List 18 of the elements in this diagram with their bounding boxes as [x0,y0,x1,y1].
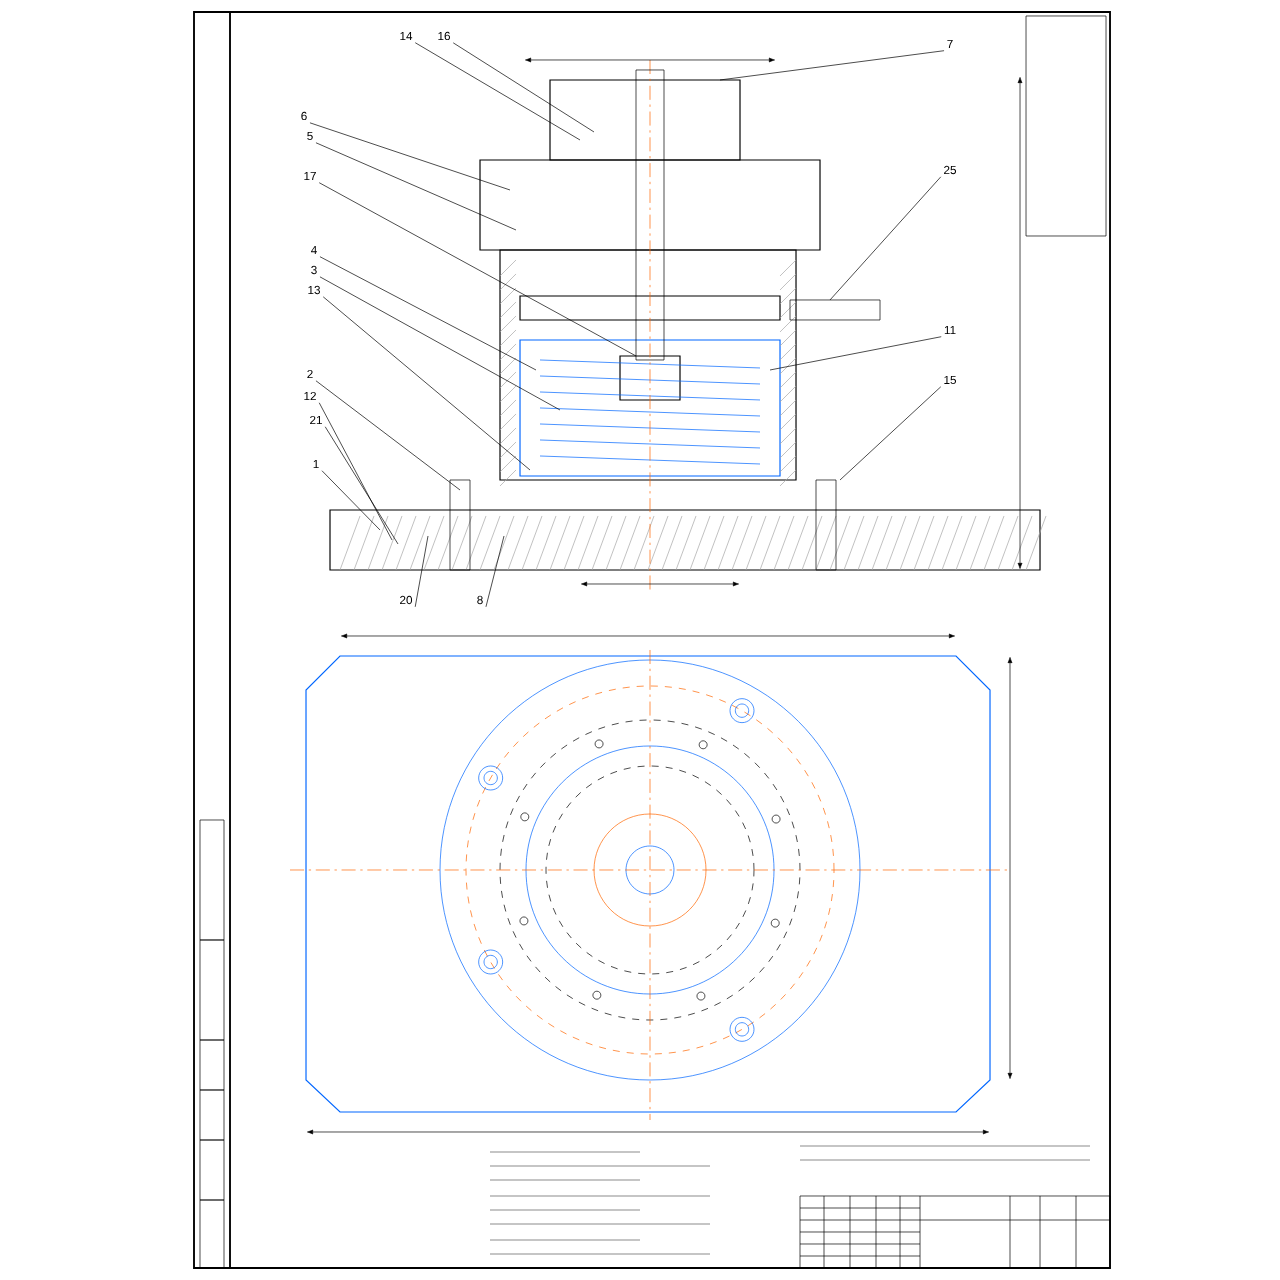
leader-line [319,256,537,371]
leader-line [321,470,381,531]
leader-line [414,535,429,608]
leader-line [452,42,595,133]
leader-line [318,182,637,357]
leader-line [719,50,945,81]
leader-line [322,296,531,471]
leader-line [769,336,942,371]
leader-line [414,42,581,141]
leader-line [324,426,399,545]
leader-line [315,142,517,231]
leader-line [309,122,511,191]
leader-line [839,386,942,481]
leader-line [485,535,505,608]
leader-line [315,380,461,491]
leader-line [829,176,942,301]
leader-line [319,276,561,411]
leader-line [318,402,393,541]
